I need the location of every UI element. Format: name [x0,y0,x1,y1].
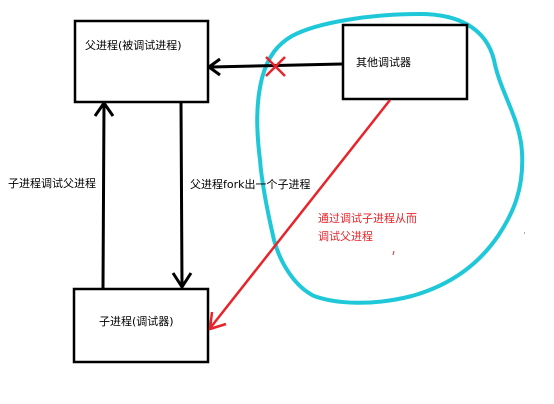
other-debugger-node: 其他调试器 [341,23,469,101]
other-debugger-label: 其他调试器 [356,56,411,69]
indirect-debug-label-line1: 通过调试子进程从而 [318,212,417,225]
fork-label: 父进程fork出一个子进程 [190,177,311,191]
stray-mark [392,250,395,256]
blocked-cross-icon [265,56,286,77]
child-debugs-parent-arrow [93,101,115,289]
indirect-debug-arrow [208,99,391,331]
parent-process-label: 父进程(被调试进程) [85,39,182,52]
parent-process-node: 父进程(被调试进程) [73,19,210,104]
child-process-label: 子进程(调试器) [99,315,174,328]
child-process-node: 子进程(调试器) [72,287,210,364]
child-debugs-parent-label: 子进程调试父进程 [8,177,96,190]
fork-arrow [171,101,193,289]
indirect-debug-label-line2: 调试父进程 [318,230,373,243]
